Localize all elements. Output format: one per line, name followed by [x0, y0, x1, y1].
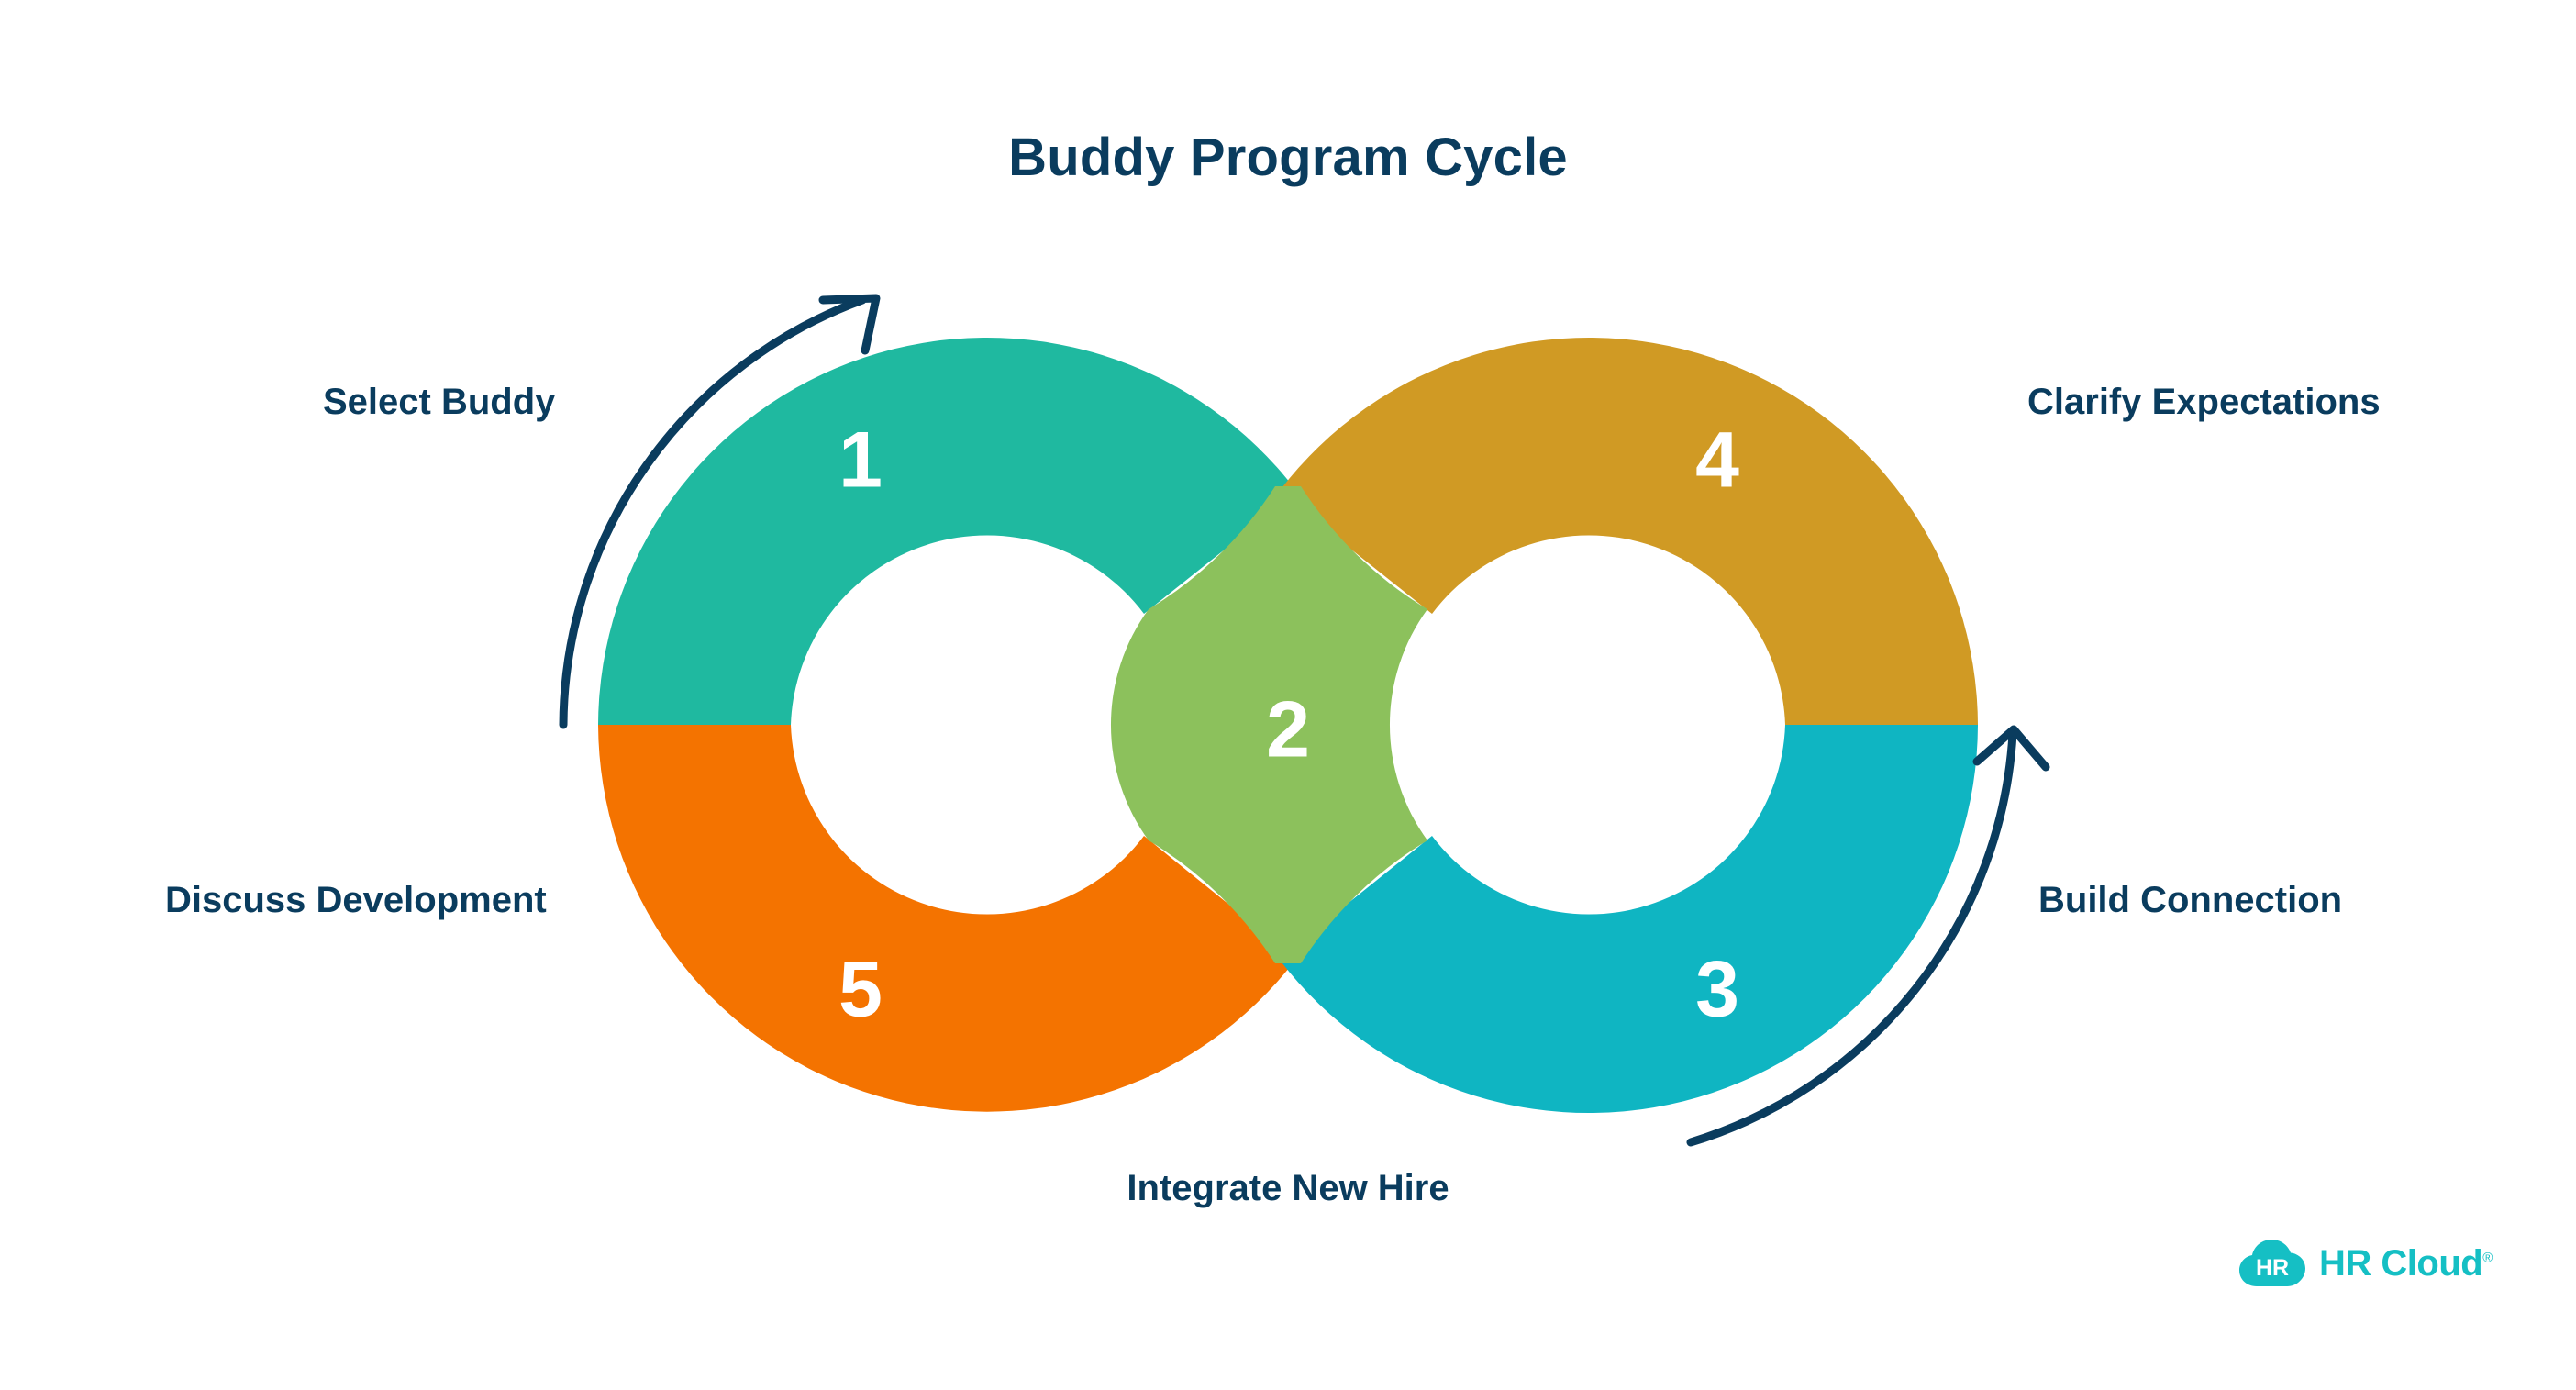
step-label-clarify-expectations: Clarify Expectations	[2027, 382, 2381, 422]
step-label-integrate-new-hire: Integrate New Hire	[1127, 1168, 1449, 1208]
segment-number-1: 1	[838, 417, 883, 505]
segment-number-2: 2	[1266, 686, 1310, 774]
page-title: Buddy Program Cycle	[1008, 128, 1568, 187]
hr-cloud-logo: HR HR Cloud®	[2238, 1237, 2493, 1290]
right-flow-arrow	[1686, 725, 2050, 1147]
segment-5-orange-arc[interactable]	[598, 725, 1296, 1112]
logo-word-text: HR Cloud	[2319, 1243, 2483, 1284]
segment-2-green-connector[interactable]	[1110, 486, 1427, 963]
segment-3-cyan-arc[interactable]	[1279, 725, 1978, 1114]
segment-1-teal-arc[interactable]	[598, 337, 1297, 725]
left-flow-arrow	[559, 294, 881, 729]
registered-mark-icon: ®	[2482, 1250, 2493, 1266]
cloud-icon: HR	[2238, 1237, 2306, 1290]
segment-4-gold-arc[interactable]	[1279, 337, 1978, 725]
segment-number-3: 3	[1695, 946, 1739, 1034]
logo-wordmark: HR Cloud®	[2319, 1245, 2493, 1282]
step-label-build-connection: Build Connection	[2038, 880, 2343, 920]
step-label-discuss-development: Discuss Development	[165, 880, 547, 920]
step-label-select-buddy: Select Buddy	[323, 382, 556, 422]
segment-number-5: 5	[838, 946, 883, 1034]
segment-number-4: 4	[1695, 417, 1739, 505]
svg-text:HR: HR	[2256, 1255, 2289, 1281]
